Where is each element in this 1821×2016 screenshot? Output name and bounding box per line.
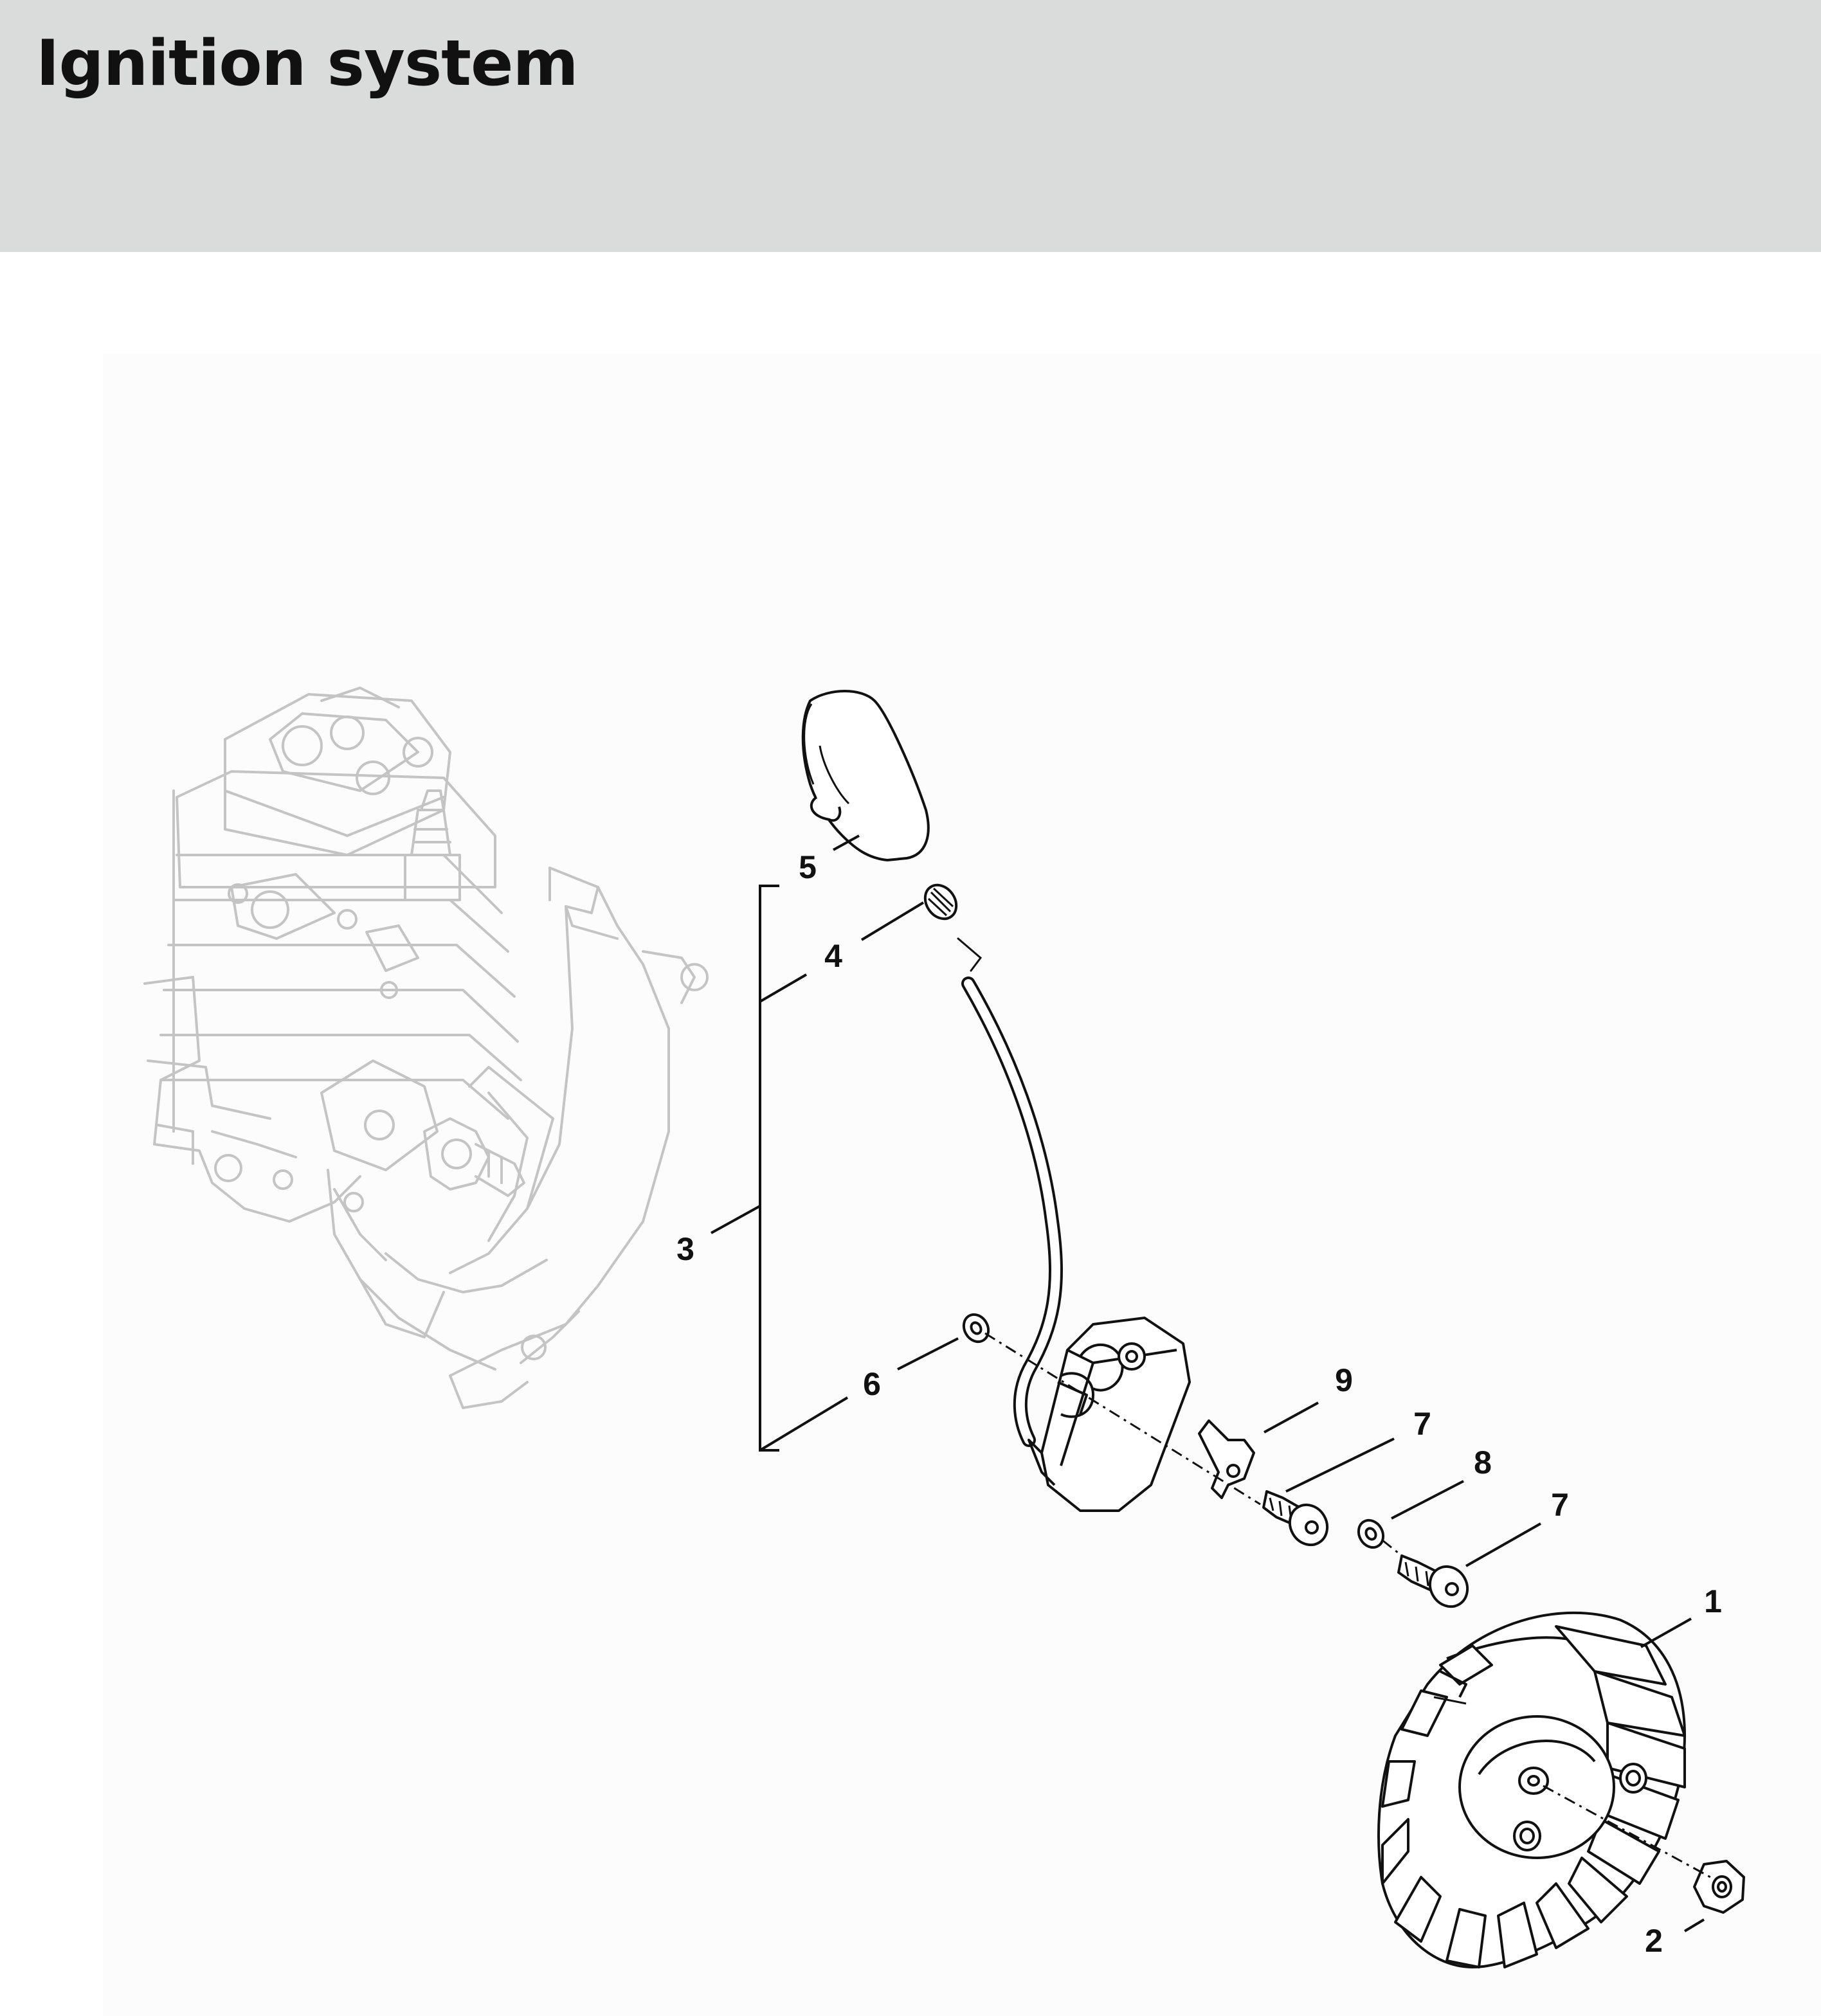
leader-line-6	[897, 1337, 959, 1371]
spring	[923, 883, 958, 921]
callout-1: 1	[1704, 1583, 1722, 1619]
callout-5: 5	[799, 849, 817, 885]
callout-6: 6	[863, 1366, 881, 1402]
callout-labels: 1 2 3 4 5 6 7 7 8 9	[676, 849, 1722, 1959]
callout-4: 4	[824, 938, 842, 974]
leader-line-3	[711, 1205, 761, 1234]
cylinder-head	[224, 687, 451, 856]
leader-line-8	[1391, 1480, 1464, 1520]
ignition-lead	[957, 937, 1063, 1447]
assembly-center-lines	[984, 1332, 1711, 1878]
leader-line-4-bracket	[759, 973, 808, 1003]
flywheel	[1377, 1611, 1686, 1968]
callout-2: 2	[1645, 1923, 1663, 1959]
screw	[1397, 1554, 1469, 1608]
callout-9: 9	[1335, 1362, 1353, 1398]
ground-terminal	[1198, 1419, 1255, 1499]
crankshaft	[423, 1117, 525, 1197]
callout-8: 8	[1474, 1444, 1492, 1480]
spark-plug	[404, 789, 461, 901]
leader-line-9	[1264, 1401, 1319, 1434]
crankcase	[143, 976, 445, 1338]
ignition-module	[1028, 1317, 1191, 1512]
leader-line-7a	[1285, 1437, 1395, 1493]
leader-line-5	[833, 834, 860, 851]
intake-flange	[228, 873, 419, 999]
hex-nut	[1693, 1860, 1745, 1914]
leader-line-7b	[1465, 1522, 1541, 1567]
callout-3: 3	[676, 1231, 694, 1267]
page-header: Ignition system	[0, 0, 1821, 252]
screw	[1262, 1490, 1329, 1547]
cylinder-fins	[156, 770, 522, 1165]
leader-lines	[711, 834, 1705, 1932]
leader-line-2	[1683, 1918, 1705, 1932]
washer	[1357, 1518, 1385, 1549]
callout-7: 7	[1551, 1487, 1569, 1523]
part-group-bracket	[759, 885, 779, 1452]
spark-plug-boot	[801, 690, 930, 861]
callout-7: 7	[1413, 1406, 1431, 1442]
leader-line-6-bracket	[759, 1396, 849, 1452]
page-title: Ignition system	[36, 27, 579, 100]
leader-line-4	[860, 901, 925, 941]
engine-block	[143, 687, 709, 1409]
washer	[962, 1313, 990, 1344]
leader-line-1	[1640, 1617, 1692, 1648]
fan-housing	[327, 867, 709, 1409]
